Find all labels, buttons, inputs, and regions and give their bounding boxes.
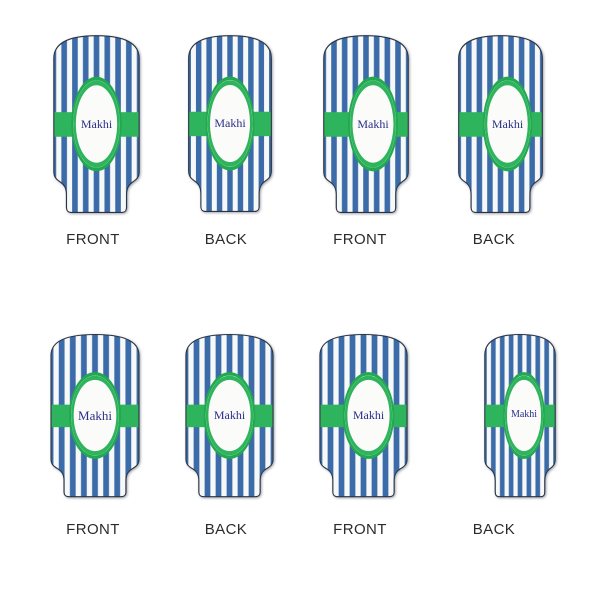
medallion-face — [208, 380, 251, 451]
medallion-inner-ring — [207, 80, 253, 167]
koozie-outline — [324, 36, 408, 213]
can-cooler-image[interactable]: Makhi — [45, 332, 145, 499]
medallion-inner-ring — [350, 80, 396, 168]
koozie-graphic — [180, 332, 279, 499]
monogram-text: Makhi — [80, 116, 113, 131]
koozie-graphic — [183, 33, 277, 214]
can-cooler-image[interactable]: Makhi — [183, 33, 277, 214]
monogram-text: Makhi — [214, 116, 246, 131]
can-cooler-image[interactable]: Makhi — [314, 332, 413, 499]
can-cooler-image[interactable]: Makhi — [318, 33, 414, 215]
koozie-outline — [485, 335, 555, 497]
monogram-text: Makhi — [78, 407, 112, 423]
view-caption: FRONT — [66, 521, 120, 538]
medallion-inner-ring — [344, 375, 393, 456]
koozie-graphic — [45, 332, 145, 499]
medallion-face — [210, 85, 250, 162]
view-caption: BACK — [472, 231, 516, 248]
view-caption: BACK — [472, 521, 516, 538]
koozie-graphic — [318, 33, 414, 215]
koozie-outline — [189, 36, 272, 212]
view-caption: FRONT — [333, 231, 387, 248]
medallion-face — [347, 380, 390, 451]
can-cooler-image[interactable]: Makhi — [180, 332, 279, 499]
medallion-inner-ring — [205, 375, 254, 456]
monogram-text: Makhi — [510, 409, 538, 421]
koozie-outline — [51, 335, 139, 497]
medallion-inner-ring — [71, 375, 119, 456]
medallion-face — [507, 380, 541, 451]
koozie-graphic — [314, 332, 413, 499]
monogram-text: Makhi — [491, 116, 524, 131]
koozie-graphic — [48, 33, 145, 215]
koozie-outline — [54, 36, 139, 213]
medallion-face — [76, 85, 117, 163]
monogram-text: Makhi — [213, 408, 246, 423]
koozie-graphic — [480, 332, 560, 499]
koozie-outline — [320, 335, 407, 497]
medallion-inner-ring — [484, 80, 531, 168]
monogram-text: Makhi — [352, 408, 385, 423]
koozie-outline — [186, 335, 273, 497]
monogram-text: Makhi — [357, 116, 389, 131]
medallion-face — [487, 85, 528, 163]
medallion-face — [352, 85, 394, 163]
view-caption: FRONT — [66, 231, 120, 248]
medallion-inner-ring — [504, 375, 544, 456]
can-cooler-image[interactable]: Makhi — [453, 33, 548, 215]
can-cooler-image[interactable]: Makhi — [48, 33, 145, 215]
view-caption: BACK — [204, 521, 248, 538]
koozie-graphic — [453, 33, 548, 215]
koozie-outline — [459, 36, 543, 213]
medallion-inner-ring — [73, 80, 120, 168]
view-caption: BACK — [204, 231, 248, 248]
can-cooler-image[interactable]: Makhi — [480, 332, 560, 499]
medallion-face — [74, 380, 116, 451]
view-caption: FRONT — [333, 521, 387, 538]
